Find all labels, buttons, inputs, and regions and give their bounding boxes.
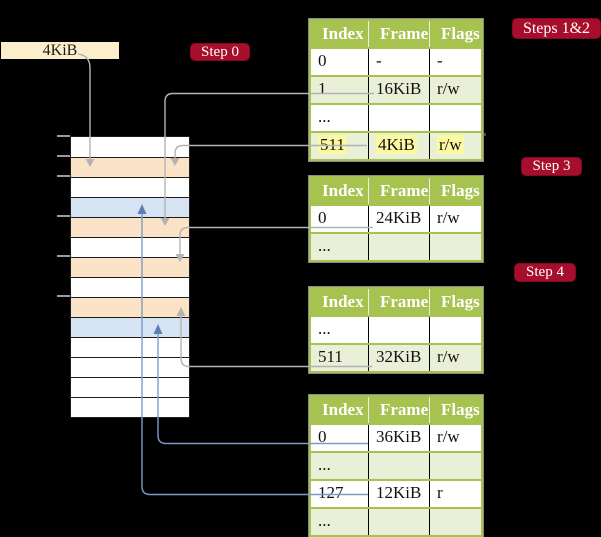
badge-step-4: Step 4 (514, 263, 576, 282)
cell-index: 127 (318, 483, 344, 502)
table-row: ... (311, 103, 481, 131)
tick-mark (57, 255, 70, 257)
memory-row (71, 317, 189, 337)
table-header-row: Index Frame Flags (311, 397, 481, 423)
cell-index: ... (318, 236, 331, 255)
highlight: 511 (318, 135, 347, 154)
tick-mark (57, 295, 70, 297)
memory-row (71, 277, 189, 297)
cell-frame: 4KiB (368, 133, 429, 159)
column-header-flags: Flags (429, 289, 481, 315)
table-row: ... (311, 315, 481, 343)
table-row: 0 24KiB r/w (311, 204, 481, 232)
cell-flags (429, 317, 481, 343)
cell-flags: r/w (429, 133, 481, 159)
table-row: 0 36KiB r/w (311, 423, 481, 451)
cell-frame: - (368, 49, 429, 75)
cell-frame: 16KiB (368, 77, 429, 103)
column-header-frame: Frame (368, 21, 429, 47)
table-row: 0 - - (311, 47, 481, 75)
memory-row (71, 177, 189, 197)
table-row: 511 32KiB r/w (311, 343, 481, 371)
cell-frame (368, 234, 429, 260)
table-row: ... (311, 451, 481, 479)
column-header-index: Index (322, 400, 364, 419)
cell-frame: 12KiB (368, 481, 429, 507)
cell-index: 0 (318, 208, 327, 227)
badge-step-3: Step 3 (521, 157, 582, 176)
column-header-frame: Frame (368, 178, 429, 204)
badge-step-0: Step 0 (190, 43, 250, 61)
cell-flags: - (429, 49, 481, 75)
table-row: ... (311, 232, 481, 260)
column-header-frame: Frame (368, 289, 429, 315)
table-row-highlighted: 511 4KiB r/w (311, 131, 481, 159)
highlight: r/w (437, 135, 464, 154)
cell-index: ... (318, 107, 331, 126)
cell-index: ... (318, 319, 331, 338)
cell-frame: 32KiB (368, 345, 429, 371)
cell-index: ... (318, 511, 331, 530)
memory-row (71, 237, 189, 257)
page-table-step-4: Index Frame Flags ... 511 32KiB r/w (308, 286, 484, 374)
column-header-frame: Frame (368, 397, 429, 423)
column-header-index: Index (322, 181, 364, 200)
cell-index: 1 (318, 79, 327, 98)
column-header-index: Index (322, 292, 364, 311)
tick-mark (57, 155, 70, 157)
cell-index: ... (318, 455, 331, 474)
cell-frame: 36KiB (368, 425, 429, 451)
cell-frame: 24KiB (368, 206, 429, 232)
cell-index: 511 (318, 347, 343, 366)
tick-mark (57, 175, 70, 177)
table-header-row: Index Frame Flags (311, 178, 481, 204)
cell-flags (429, 509, 481, 535)
cell-flags: r/w (429, 425, 481, 451)
memory-row (71, 397, 189, 417)
page-table-steps-1-2: Index Frame Flags 0 - - 1 16KiB r/w ... … (308, 18, 484, 162)
column-header-index: Index (322, 24, 364, 43)
table-row: 1 16KiB r/w (311, 75, 481, 103)
tick-mark (57, 135, 70, 137)
memory-row (71, 157, 189, 177)
cell-flags (429, 105, 481, 131)
cell-flags (429, 453, 481, 479)
page-table-step-3: Index Frame Flags 0 24KiB r/w ... (308, 175, 484, 263)
cell-flags (429, 234, 481, 260)
cell-index: 0 (318, 427, 327, 446)
badge-steps-1-2: Steps 1&2 (512, 18, 601, 39)
table-row: ... (311, 507, 481, 535)
tick-mark (57, 215, 70, 217)
memory-row (71, 297, 189, 317)
cell-frame (368, 105, 429, 131)
memory-row (71, 217, 189, 237)
cell-index: 0 (318, 51, 327, 70)
memory-row (71, 197, 189, 217)
cell-flags: r/w (429, 206, 481, 232)
table-row: 127 12KiB r (311, 479, 481, 507)
cell-flags: r/w (429, 77, 481, 103)
memory-row (71, 357, 189, 377)
physical-memory-column (70, 136, 190, 418)
frame-size-label: 4KiB (1, 42, 119, 59)
table-header-row: Index Frame Flags (311, 21, 481, 47)
cell-frame (368, 317, 429, 343)
memory-row (71, 337, 189, 357)
cell-frame (368, 453, 429, 479)
table-header-row: Index Frame Flags (311, 289, 481, 315)
highlight: 4KiB (376, 135, 417, 154)
dash-mark (481, 133, 486, 136)
memory-row (71, 377, 189, 397)
memory-row (71, 137, 189, 157)
column-header-flags: Flags (429, 21, 481, 47)
page-table-final: Index Frame Flags 0 36KiB r/w ... 127 12… (308, 394, 484, 537)
memory-row (71, 257, 189, 277)
cell-flags: r (429, 481, 481, 507)
column-header-flags: Flags (429, 178, 481, 204)
cell-index: 511 (311, 133, 368, 159)
cell-frame (368, 509, 429, 535)
column-header-flags: Flags (429, 397, 481, 423)
cell-flags: r/w (429, 345, 481, 371)
